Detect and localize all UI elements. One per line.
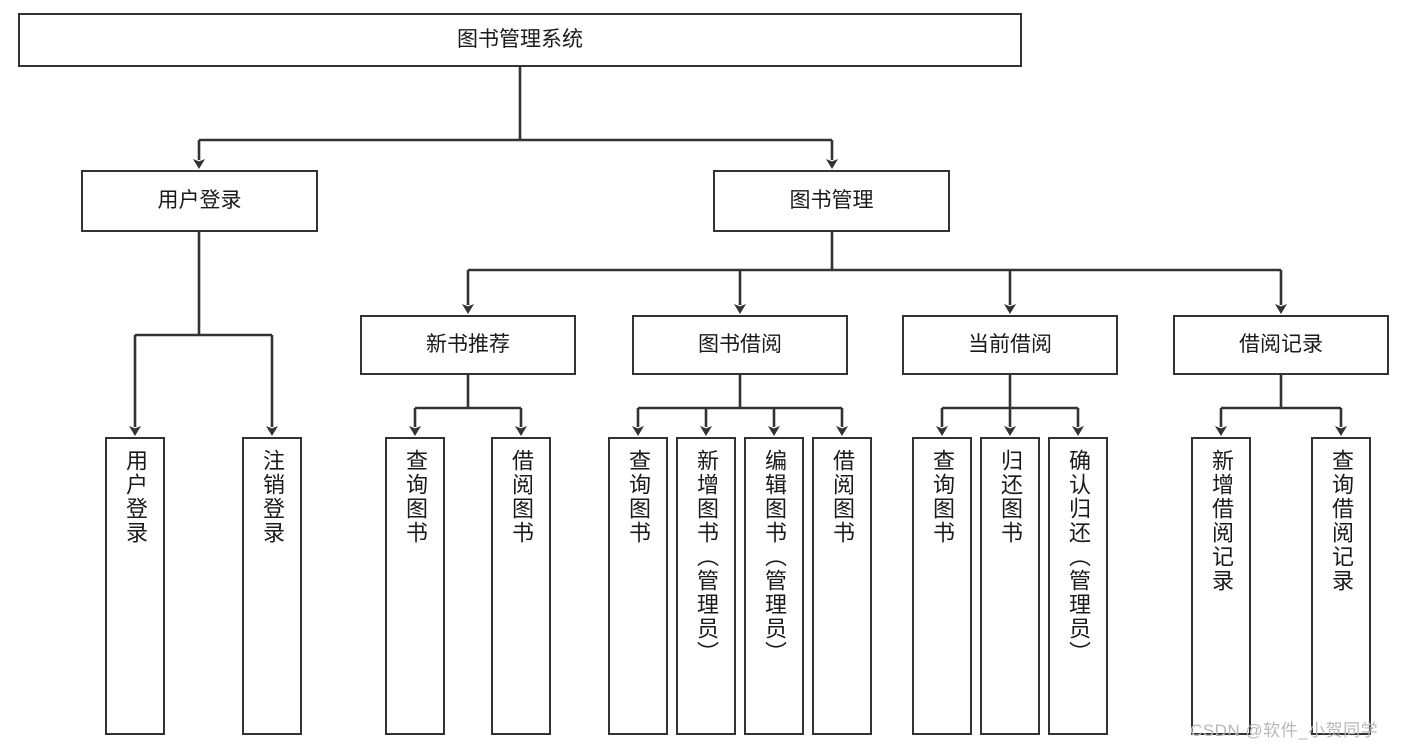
node-borrow-record[interactable]: 借阅记录 <box>1173 315 1389 375</box>
leaf-user-login-label: 用户登录 <box>123 449 148 545</box>
node-root-label: 图书管理系统 <box>457 27 583 51</box>
leaf-newbook-borrow-book[interactable]: 借阅图书 <box>491 437 551 735</box>
node-book-management-label: 图书管理 <box>789 188 874 212</box>
leaf-logout-label: 注销登录 <box>260 449 285 545</box>
node-root[interactable]: 图书管理系统 <box>18 13 1022 67</box>
leaf-borrow-add-book-admin-label: 新增图书（管理员） <box>694 449 719 665</box>
node-current-borrow-label: 当前借阅 <box>968 332 1052 356</box>
node-book-management[interactable]: 图书管理 <box>713 170 950 232</box>
leaf-current-query-book[interactable]: 查询图书 <box>912 437 972 735</box>
leaf-newbook-query-book-label: 查询图书 <box>403 449 428 545</box>
leaf-current-return-book[interactable]: 归还图书 <box>980 437 1040 735</box>
leaf-borrow-borrow-book-label: 借阅图书 <box>830 449 855 545</box>
leaf-current-confirm-return-admin[interactable]: 确认归还（管理员） <box>1048 437 1108 735</box>
leaf-borrow-edit-book-admin-label: 编辑图书（管理员） <box>762 449 787 665</box>
leaf-record-add-record[interactable]: 新增借阅记录 <box>1191 437 1251 735</box>
node-current-borrow[interactable]: 当前借阅 <box>902 315 1118 375</box>
node-user-login[interactable]: 用户登录 <box>81 170 318 232</box>
leaf-record-add-record-label: 新增借阅记录 <box>1209 449 1234 593</box>
node-user-login-label: 用户登录 <box>157 188 242 212</box>
leaf-borrow-add-book-admin[interactable]: 新增图书（管理员） <box>676 437 736 735</box>
leaf-logout[interactable]: 注销登录 <box>242 437 302 735</box>
leaf-newbook-query-book[interactable]: 查询图书 <box>385 437 445 735</box>
leaf-record-query-record-label: 查询借阅记录 <box>1329 449 1354 593</box>
leaf-newbook-borrow-book-label: 借阅图书 <box>509 449 534 545</box>
node-new-book-recommend[interactable]: 新书推荐 <box>360 315 576 375</box>
leaf-current-return-book-label: 归还图书 <box>998 449 1023 545</box>
leaf-borrow-borrow-book[interactable]: 借阅图书 <box>812 437 872 735</box>
leaf-borrow-query-book[interactable]: 查询图书 <box>608 437 668 735</box>
leaf-current-confirm-return-admin-label: 确认归还（管理员） <box>1066 449 1091 665</box>
node-book-borrow[interactable]: 图书借阅 <box>632 315 848 375</box>
node-book-borrow-label: 图书借阅 <box>698 332 782 356</box>
node-borrow-record-label: 借阅记录 <box>1239 332 1323 356</box>
leaf-borrow-edit-book-admin[interactable]: 编辑图书（管理员） <box>744 437 804 735</box>
leaf-user-login[interactable]: 用户登录 <box>105 437 165 735</box>
leaf-record-query-record[interactable]: 查询借阅记录 <box>1311 437 1371 735</box>
leaf-borrow-query-book-label: 查询图书 <box>626 449 651 545</box>
csdn-watermark: CSDN @软件_小贺同学 <box>1190 721 1379 740</box>
node-new-book-recommend-label: 新书推荐 <box>426 332 510 356</box>
leaf-current-query-book-label: 查询图书 <box>930 449 955 545</box>
